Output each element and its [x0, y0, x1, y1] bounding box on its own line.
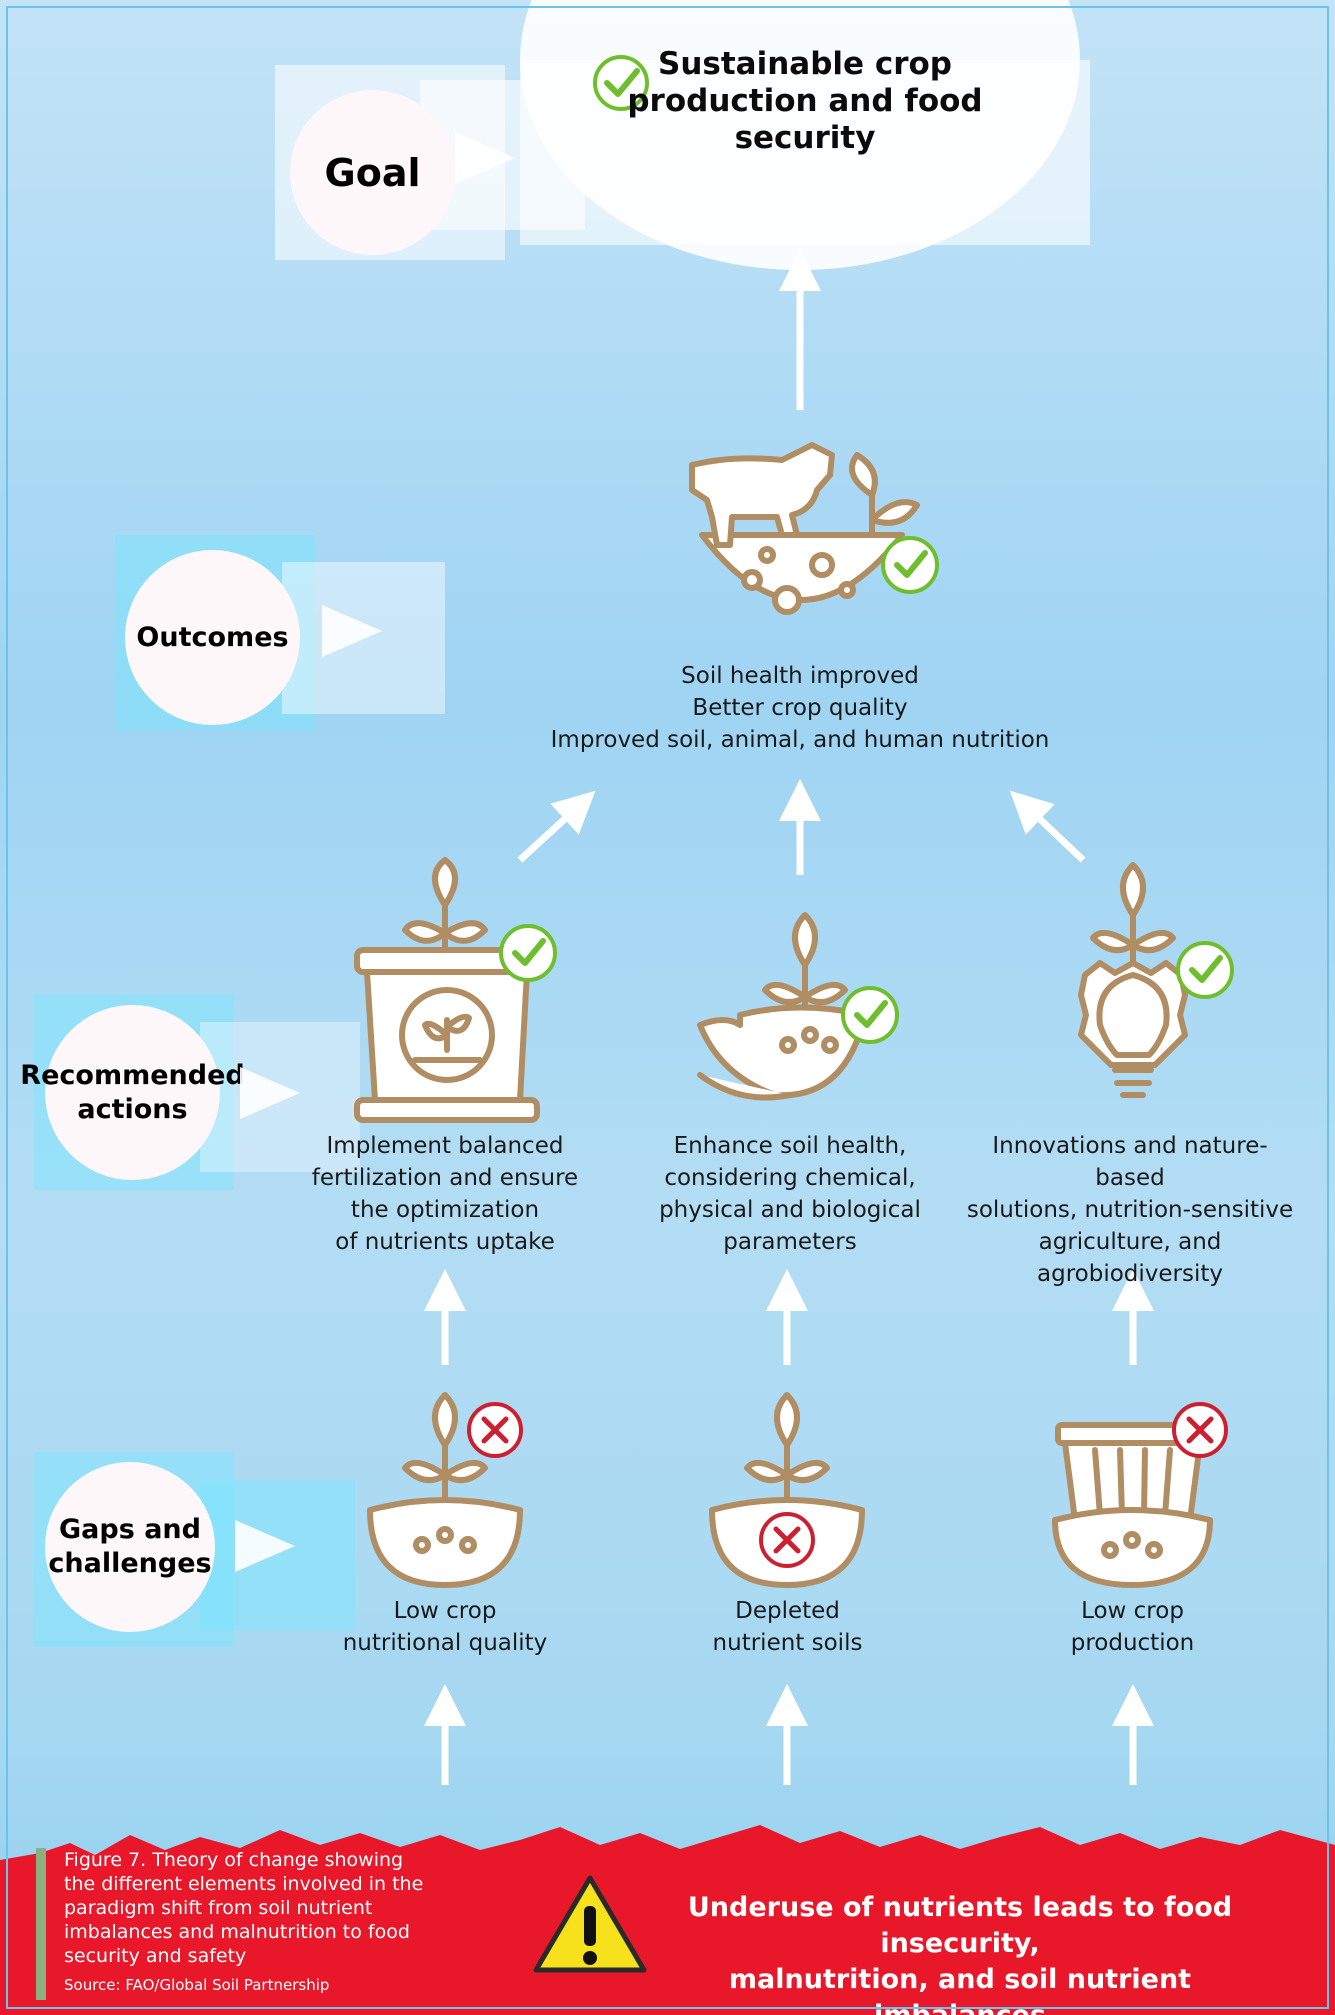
lightbulb-gear-plant-icon: [1078, 862, 1234, 1098]
row-label-goal: Goal: [290, 90, 455, 255]
warning-triangle-icon: [533, 1875, 647, 1973]
hand-soil-plant-icon: [697, 912, 899, 1101]
warning-band: [0, 1825, 1335, 2015]
actions-chevron: [240, 1067, 300, 1119]
goal-chevron: [455, 132, 515, 184]
plant-soil-icon: [367, 1392, 523, 1588]
depleted-soil-icon: [709, 1392, 865, 1588]
goal-text: Sustainable crop production and food sec…: [627, 46, 983, 156]
action-caption-2: Enhance soil health,considering chemical…: [659, 1133, 921, 1255]
cow-soil-plant-icon: [689, 442, 939, 615]
warning-text: Underuse of nutrients leads to food inse…: [687, 1892, 1233, 2015]
outcome-caption: Soil health improved Better crop quality…: [550, 663, 1050, 753]
arrow-action1-to-outcome: [517, 790, 596, 863]
arrow-action3-to-outcome: [1009, 790, 1086, 863]
figure-source: Source: FAO/Global Soil Partnership: [64, 1976, 330, 1994]
crate-soil-icon: [1052, 1402, 1228, 1588]
caption-accent-bar: [36, 1848, 46, 2000]
outcomes-chevron: [322, 605, 382, 657]
row-label-outcomes: Outcomes: [125, 550, 300, 725]
figure-caption: Figure 7. Theory of change showing the d…: [64, 1849, 424, 1967]
fertilizer-bag-icon: [354, 857, 557, 1123]
goal-check-icon: [593, 55, 649, 111]
gaps-chevron: [235, 1520, 295, 1572]
